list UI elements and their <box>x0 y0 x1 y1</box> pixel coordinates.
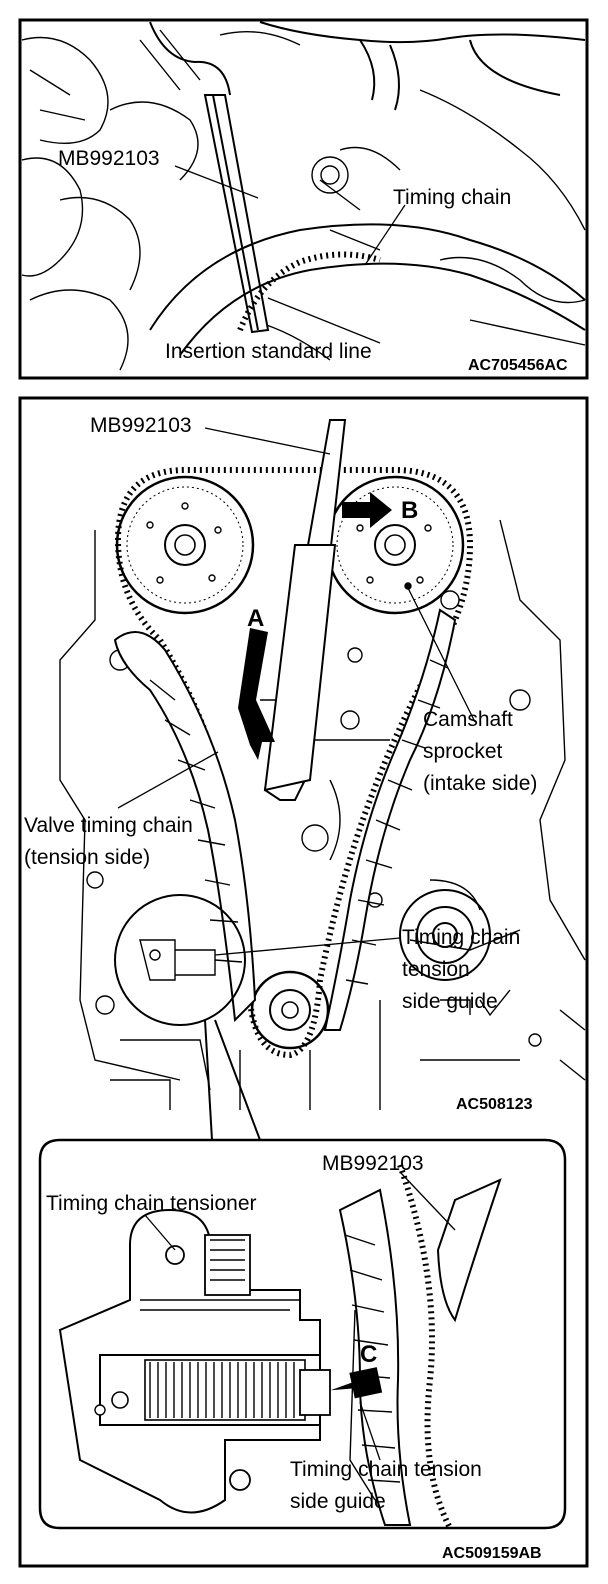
pulley-right <box>399 889 491 981</box>
sprocket-label-2: sprocket <box>423 740 503 763</box>
chain-leader <box>117 751 219 809</box>
guide-label-2: tension <box>402 958 470 981</box>
bottom-panel: C MB992103 Timing chain tensioner Timing… <box>38 1138 567 1562</box>
top-figure-code: AC705456AC <box>468 357 568 374</box>
arrow-a: A <box>238 605 275 760</box>
magnify-circle <box>114 894 246 1026</box>
top-panel: MB992103 Timing chain Insertion standard… <box>18 18 589 380</box>
arrow-a-label: A <box>247 605 264 632</box>
tool-rod-middle <box>263 419 347 801</box>
detail-tool-leader <box>399 1171 456 1231</box>
sprocket-label-1: Camshaft <box>423 708 513 731</box>
top-timing-chain <box>237 251 381 332</box>
detail-guide-leader <box>359 1401 381 1461</box>
tensioner-label: Timing chain tensioner <box>46 1192 257 1215</box>
chain-label-2: (tension side) <box>24 846 150 869</box>
exhaust-sprocket <box>115 475 255 615</box>
detail-tool-label: MB992103 <box>322 1152 424 1175</box>
detail-guide-label-1: Timing chain tension <box>290 1458 482 1481</box>
mid-figure-code: AC508123 <box>456 1096 533 1113</box>
tensioner-body <box>58 1208 331 1514</box>
top-line-label: Insertion standard line <box>165 340 372 363</box>
top-engine-sketch <box>21 29 586 371</box>
tensioner-leader <box>144 1214 176 1251</box>
arrow-b-label: B <box>401 497 418 524</box>
engine-block-sketch <box>59 519 586 1110</box>
mid-tool-label: MB992103 <box>90 414 192 437</box>
top-line-leader <box>267 297 381 344</box>
guide-label-3: side guide <box>402 990 498 1013</box>
top-panel-frame <box>18 18 589 380</box>
crank-sprocket <box>250 970 330 1050</box>
sprocket-leader <box>407 587 476 723</box>
chain-label-1: Valve timing chain <box>24 814 193 837</box>
top-chain-label: Timing chain <box>393 186 511 209</box>
mid-tool-leader <box>204 427 331 455</box>
hose-sketch <box>149 223 586 356</box>
hand-sketch <box>149 21 586 111</box>
zoom-line-left <box>204 1019 213 1141</box>
zoom-line-right <box>214 1019 261 1141</box>
arrow-b: B <box>342 492 418 528</box>
intake-sprocket <box>325 475 465 615</box>
guide-leader <box>214 937 401 956</box>
arrow-c-label: C <box>360 1341 377 1368</box>
sprocket-label-3: (intake side) <box>423 772 537 795</box>
detail-tool <box>436 1178 502 1323</box>
middle-panel: A B MB992103 Camshaft sprocket (intake s… <box>24 414 586 1141</box>
detail-guide-label-2: side guide <box>290 1490 386 1513</box>
bottom-figure-code: AC509159AB <box>442 1545 542 1562</box>
top-chain-leader <box>364 204 406 266</box>
arrow-c: C <box>330 1341 383 1399</box>
detail-guide <box>338 1188 412 1526</box>
tensioner-small <box>139 939 216 981</box>
detail-chain <box>397 1164 453 1530</box>
top-tool-label: MB992103 <box>58 147 160 170</box>
top-tool-leader <box>174 165 259 199</box>
guide-label-1: Timing chain <box>402 926 520 949</box>
slack-side-guide <box>323 608 457 1031</box>
